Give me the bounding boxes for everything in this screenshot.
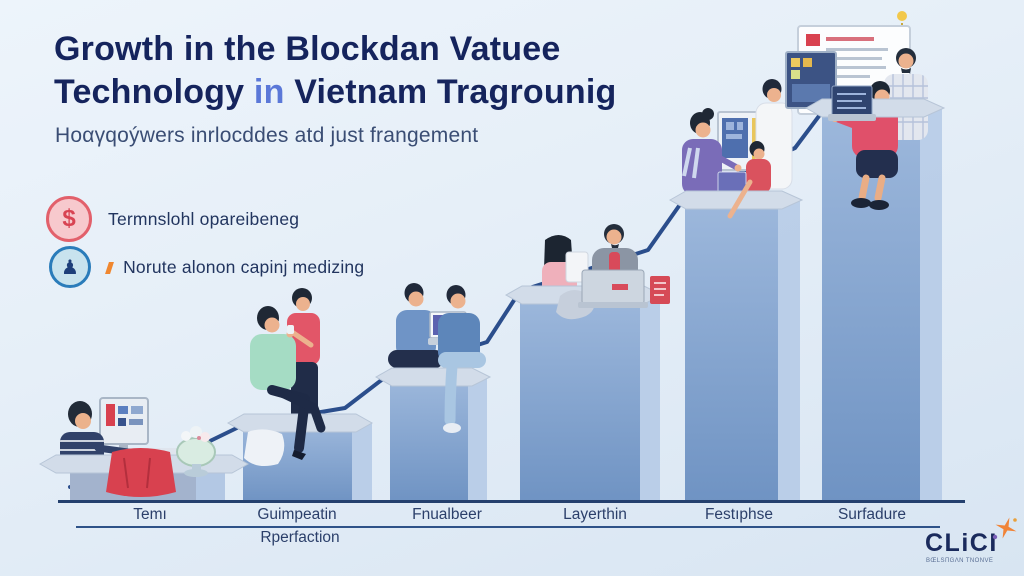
scene-family (682, 79, 793, 195)
scene-desk-front (106, 426, 216, 497)
axis-label-temi: Temı (133, 506, 167, 523)
bar-layerthin (520, 295, 660, 502)
logo-sparkle-icon (992, 517, 1017, 540)
scene-couple-front (244, 385, 326, 466)
title-line-2: Technology in Vietnam Tragrounig (54, 73, 617, 111)
axis-label-guimpeatin: Guimpeatin (257, 506, 337, 523)
scene-two-men-laptop (388, 283, 486, 368)
title-line-1: Growth in the Blockdan Vatuee (54, 30, 561, 68)
scene-two-men-front (443, 360, 461, 433)
bullet-1-label: Termnslohl opareibeneg (108, 208, 300, 229)
scene-couple (250, 288, 320, 420)
dollar-coin-icon: $ (46, 196, 92, 242)
brand-logo-subtext: BŒLSΠGΛN TNONVE (926, 558, 994, 564)
brand-logo: CLiCI (925, 529, 998, 557)
bullet-item-1: $ Termnslohl opareibeneg (46, 196, 299, 242)
axis-label-surfadure: Surfadure (837, 506, 907, 523)
bullet-2-label: Norute alonon capinj medizing (105, 257, 364, 278)
axis-label-layerthin: Layerthin (563, 506, 627, 523)
axis-sub-label: Rperfaction (260, 529, 340, 546)
pawn-badge-icon: ♟ (49, 246, 91, 288)
bar-fnualbeer (390, 377, 487, 502)
bar-festiphse (685, 200, 800, 502)
page-subtitle: Hoαγqoýwers inrlocddes atd just frangeme… (55, 124, 479, 147)
scene-family-front (727, 179, 753, 219)
page-title: Growth in the Blockdan Vatuee Technology… (54, 28, 616, 114)
orange-tick-icon (105, 261, 114, 274)
title-accent-word: in (253, 73, 285, 111)
axis-label-fnualbeer: Fnualbeer (412, 506, 482, 523)
trend-line (68, 56, 900, 489)
axis-label-festiphse: Festıphse (704, 506, 774, 523)
scene-meeting-front (556, 269, 670, 320)
scene-presentation-front (828, 85, 898, 210)
scene-presentation (785, 11, 928, 158)
bullet-item-2: ♟ Norute alonon capinj medizing (49, 246, 364, 288)
